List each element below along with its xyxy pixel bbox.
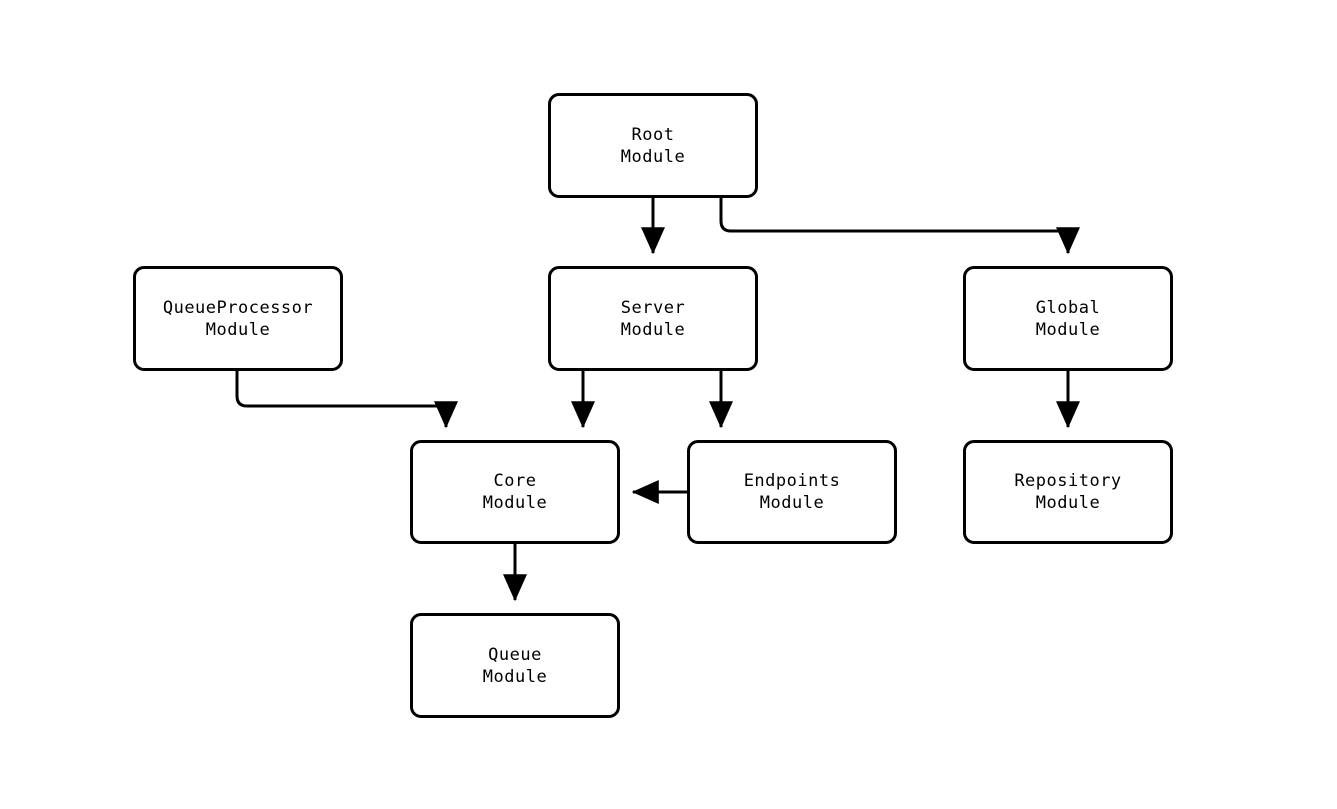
node-queue-subtitle: Module (482, 666, 548, 687)
node-repository-title: Repository (1014, 471, 1122, 491)
node-server-title: Server (620, 297, 686, 318)
edges-group (235, 198, 1080, 602)
node-queue-title: Queue (488, 644, 542, 665)
node-queueprocessor-subtitle: Module (205, 319, 271, 340)
node-server-subtitle: Module (620, 319, 686, 340)
edge-root-to-global (719, 198, 1080, 255)
node-repository-subtitle: Module (1035, 493, 1101, 513)
edge-queueprocessor-to-core (235, 371, 458, 429)
node-global-subtitle: Module (1035, 319, 1101, 340)
node-endpoints-subtitle: Module (759, 493, 825, 513)
node-endpoints-title: Endpoints (743, 471, 841, 491)
node-core-subtitle: Module (482, 493, 548, 513)
node-queueprocessor-title: QueueProcessor (162, 297, 314, 318)
node-root-title: Root (631, 124, 675, 145)
node-global-title: Global (1035, 297, 1101, 318)
node-core-title: Core (493, 471, 537, 491)
node-root-subtitle: Module (620, 146, 686, 167)
